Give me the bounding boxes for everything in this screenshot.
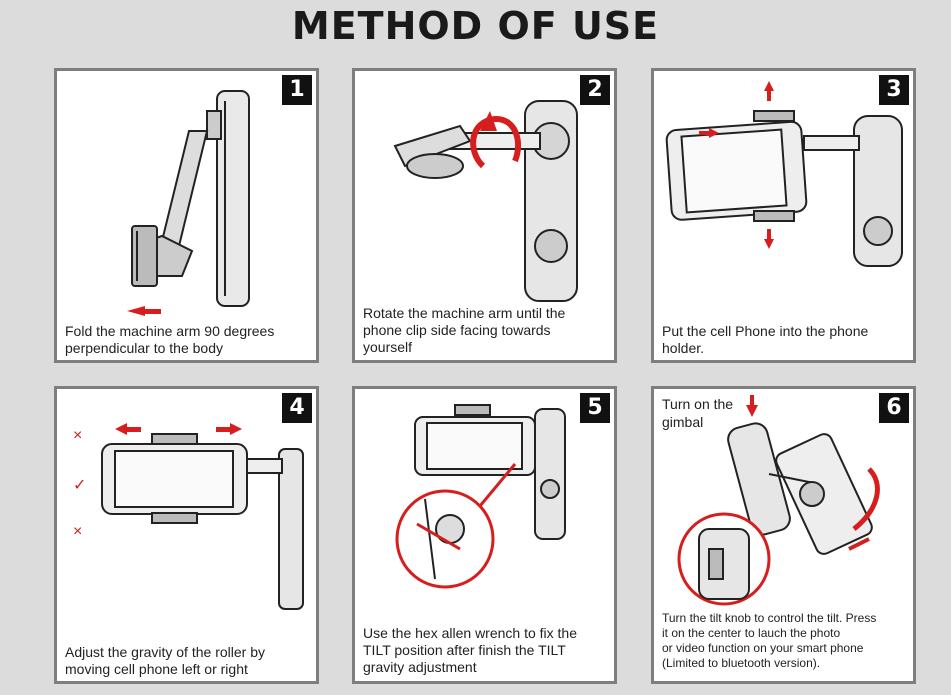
tilt-lock-illustration	[395, 404, 566, 589]
step-caption: Fold the machine arm 90 degrees perpendi…	[65, 323, 275, 356]
step-caption: Turn the tilt knob to control the tilt. …	[662, 611, 877, 670]
step-number: 2	[580, 75, 610, 105]
tilt-control-illustration	[677, 395, 880, 606]
step-number: 6	[879, 393, 909, 423]
step-caption: Adjust the gravity of the roller by movi…	[65, 644, 265, 677]
step-caption: Use the hex allen wrench to fix the TILT…	[363, 625, 578, 675]
step-6-panel: 6 Turn on the gimbal Turn the tilt knob …	[651, 386, 916, 684]
step-2-panel: 2 Rotate the machine arm until the phone…	[352, 68, 617, 363]
step-number: 3	[879, 75, 909, 105]
step-1-panel: 1 Fold the machine arm 90 degrees perpen…	[54, 68, 319, 363]
gimbal-rotate-arm-illustration	[393, 100, 578, 302]
step-number: 4	[282, 393, 312, 423]
gimbal-folded-illustration	[127, 90, 250, 316]
step-caption: Rotate the machine arm until the phone c…	[363, 305, 566, 355]
wrong-mark: ×	[73, 523, 83, 540]
gravity-adjust-illustration	[101, 423, 304, 610]
correct-mark: ✓	[73, 477, 87, 494]
step-number: 5	[580, 393, 610, 423]
step-number: 1	[282, 75, 312, 105]
step-4-panel: 4 × ✓ × Adjust the gravity of the roller…	[54, 386, 319, 684]
step-3-panel: 3 Put the cell Phone into the phone hold…	[651, 68, 916, 363]
step-5-panel: 5 Use the hex allen wrench to fix the TI…	[352, 386, 617, 684]
phone-insert-illustration	[665, 81, 903, 267]
power-on-note: Turn on the gimbal	[662, 396, 734, 430]
step-caption: Put the cell Phone into the phone holder…	[662, 323, 869, 356]
wrong-mark: ×	[73, 427, 83, 444]
page-title: METHOD OF USE	[291, 4, 660, 48]
